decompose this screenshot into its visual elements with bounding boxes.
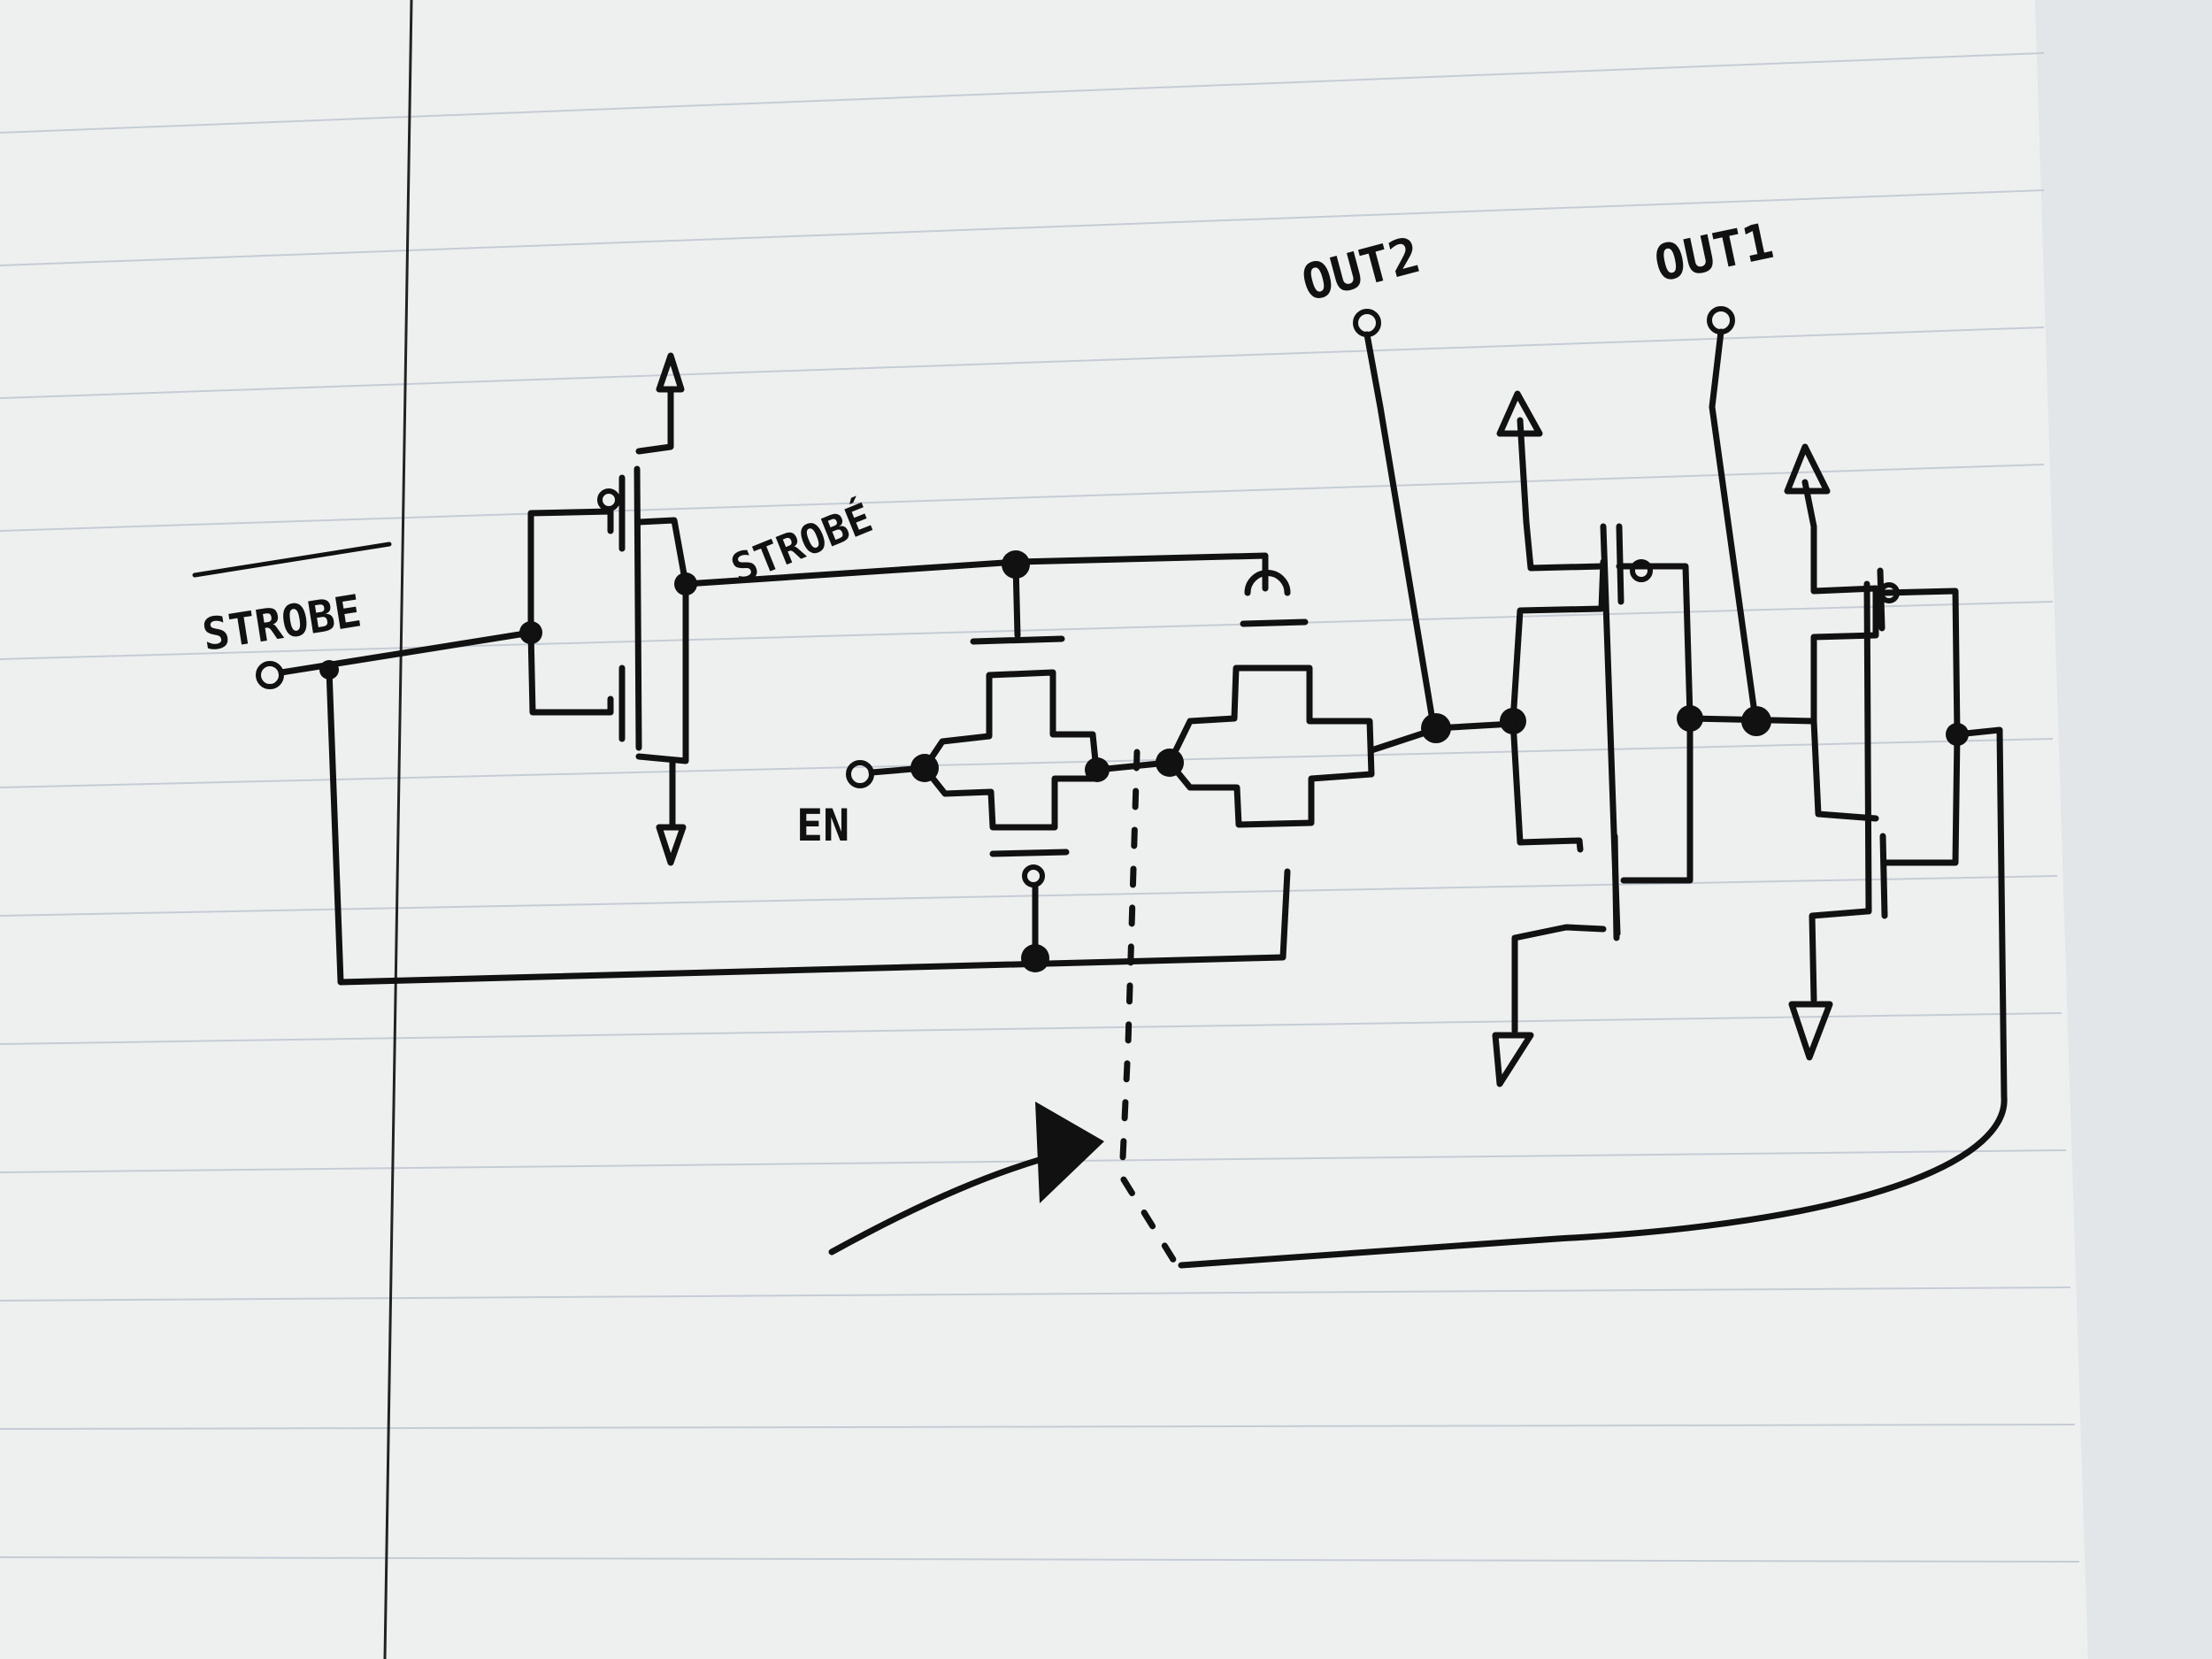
ground-arrow <box>656 824 687 866</box>
out2-node <box>1353 309 1526 743</box>
en-label: EN <box>796 800 849 851</box>
margin-line <box>383 0 413 1659</box>
ground-arrow <box>1788 1001 1833 1061</box>
ruled-lines <box>0 52 2080 1563</box>
feedback-dashed-wire <box>1118 749 1180 1269</box>
strobe-bus-wire <box>326 666 1291 986</box>
vdd-arrow <box>1496 390 1543 437</box>
vdd-arrow <box>656 352 685 393</box>
transmission-gate-2 <box>1094 664 1437 828</box>
feedback-return-wire <box>1178 726 2008 1269</box>
vdd-arrow <box>1784 443 1831 495</box>
inverter-out2-to-out1 <box>1492 390 1703 1087</box>
ground-arrow <box>1492 1032 1534 1087</box>
strobe-input-pin <box>256 629 534 689</box>
annotation-arrowhead <box>1035 1102 1104 1203</box>
out1-node <box>1686 306 1817 736</box>
transmission-gate-1 <box>846 669 1110 962</box>
